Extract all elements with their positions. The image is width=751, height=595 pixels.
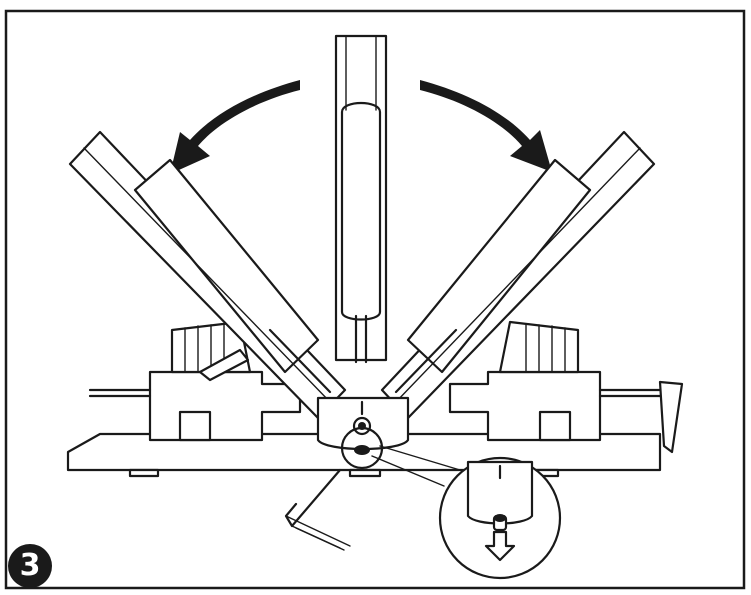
pedal-arm-center <box>334 34 388 364</box>
leader-line <box>379 445 461 471</box>
detail-magnifier <box>438 456 562 580</box>
pivot-block <box>316 396 410 470</box>
figure-border <box>4 9 746 590</box>
pedal-arm-left <box>68 130 347 420</box>
leader-line <box>371 455 445 487</box>
rotate-right-arrow-icon <box>420 80 552 172</box>
hex-key-icon <box>284 468 351 551</box>
housing-right <box>448 320 684 454</box>
housing-left <box>88 320 302 442</box>
down-arrow-icon <box>484 530 516 562</box>
pedal-arm-right <box>380 130 656 420</box>
step-number-badge: 3 <box>8 544 52 588</box>
rotate-left-arrow-icon <box>170 80 300 174</box>
